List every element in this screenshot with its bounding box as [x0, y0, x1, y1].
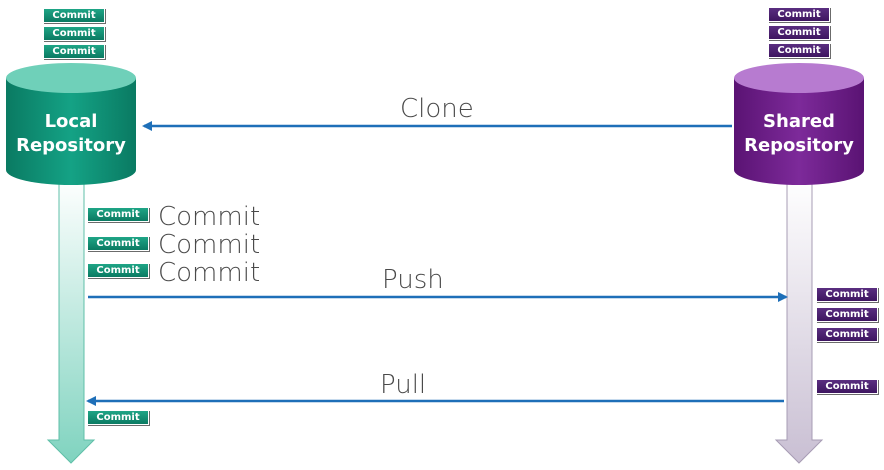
- local-repository-line1: Local: [44, 111, 98, 132]
- shared-commit-badge: Commit: [816, 307, 878, 322]
- commit-action-label: Commit: [158, 258, 261, 288]
- local-top-commit-badge: Commit: [43, 8, 105, 23]
- local-top-commit-badge: Commit: [43, 44, 105, 59]
- shared-top-commit-badge: Commit: [768, 7, 830, 22]
- local-pulled-commit-badge: Commit: [87, 410, 149, 425]
- shared-top-commit-badge: Commit: [768, 25, 830, 40]
- shared-top-commit-badge: Commit: [768, 43, 830, 58]
- shared-commit-badge: Commit: [816, 327, 878, 342]
- local-repository-line2: Repository: [16, 135, 126, 156]
- local-commit-badge: Commit: [87, 207, 149, 222]
- shared-repository-cylinder: [734, 63, 864, 185]
- commit-action-label: Commit: [158, 230, 261, 260]
- local-top-commit-badge: Commit: [43, 26, 105, 41]
- shared-repository-label: Shared Repository: [734, 110, 864, 158]
- local-repository-cylinder: [6, 63, 136, 185]
- local-repository-label: Local Repository: [6, 110, 136, 158]
- local-timeline-arrow: [46, 177, 96, 464]
- pull-label: Pull: [380, 370, 427, 400]
- local-commit-badge: Commit: [87, 263, 149, 278]
- shared-repository-line2: Repository: [744, 135, 854, 156]
- local-commit-badge: Commit: [87, 236, 149, 251]
- clone-label: Clone: [400, 94, 474, 124]
- commit-action-label: Commit: [158, 202, 261, 232]
- shared-timeline-arrow: [774, 177, 824, 464]
- shared-new-commit-badge: Commit: [816, 379, 878, 394]
- shared-commit-badge: Commit: [816, 287, 878, 302]
- shared-repository-line1: Shared: [763, 111, 835, 132]
- push-label: Push: [382, 265, 444, 295]
